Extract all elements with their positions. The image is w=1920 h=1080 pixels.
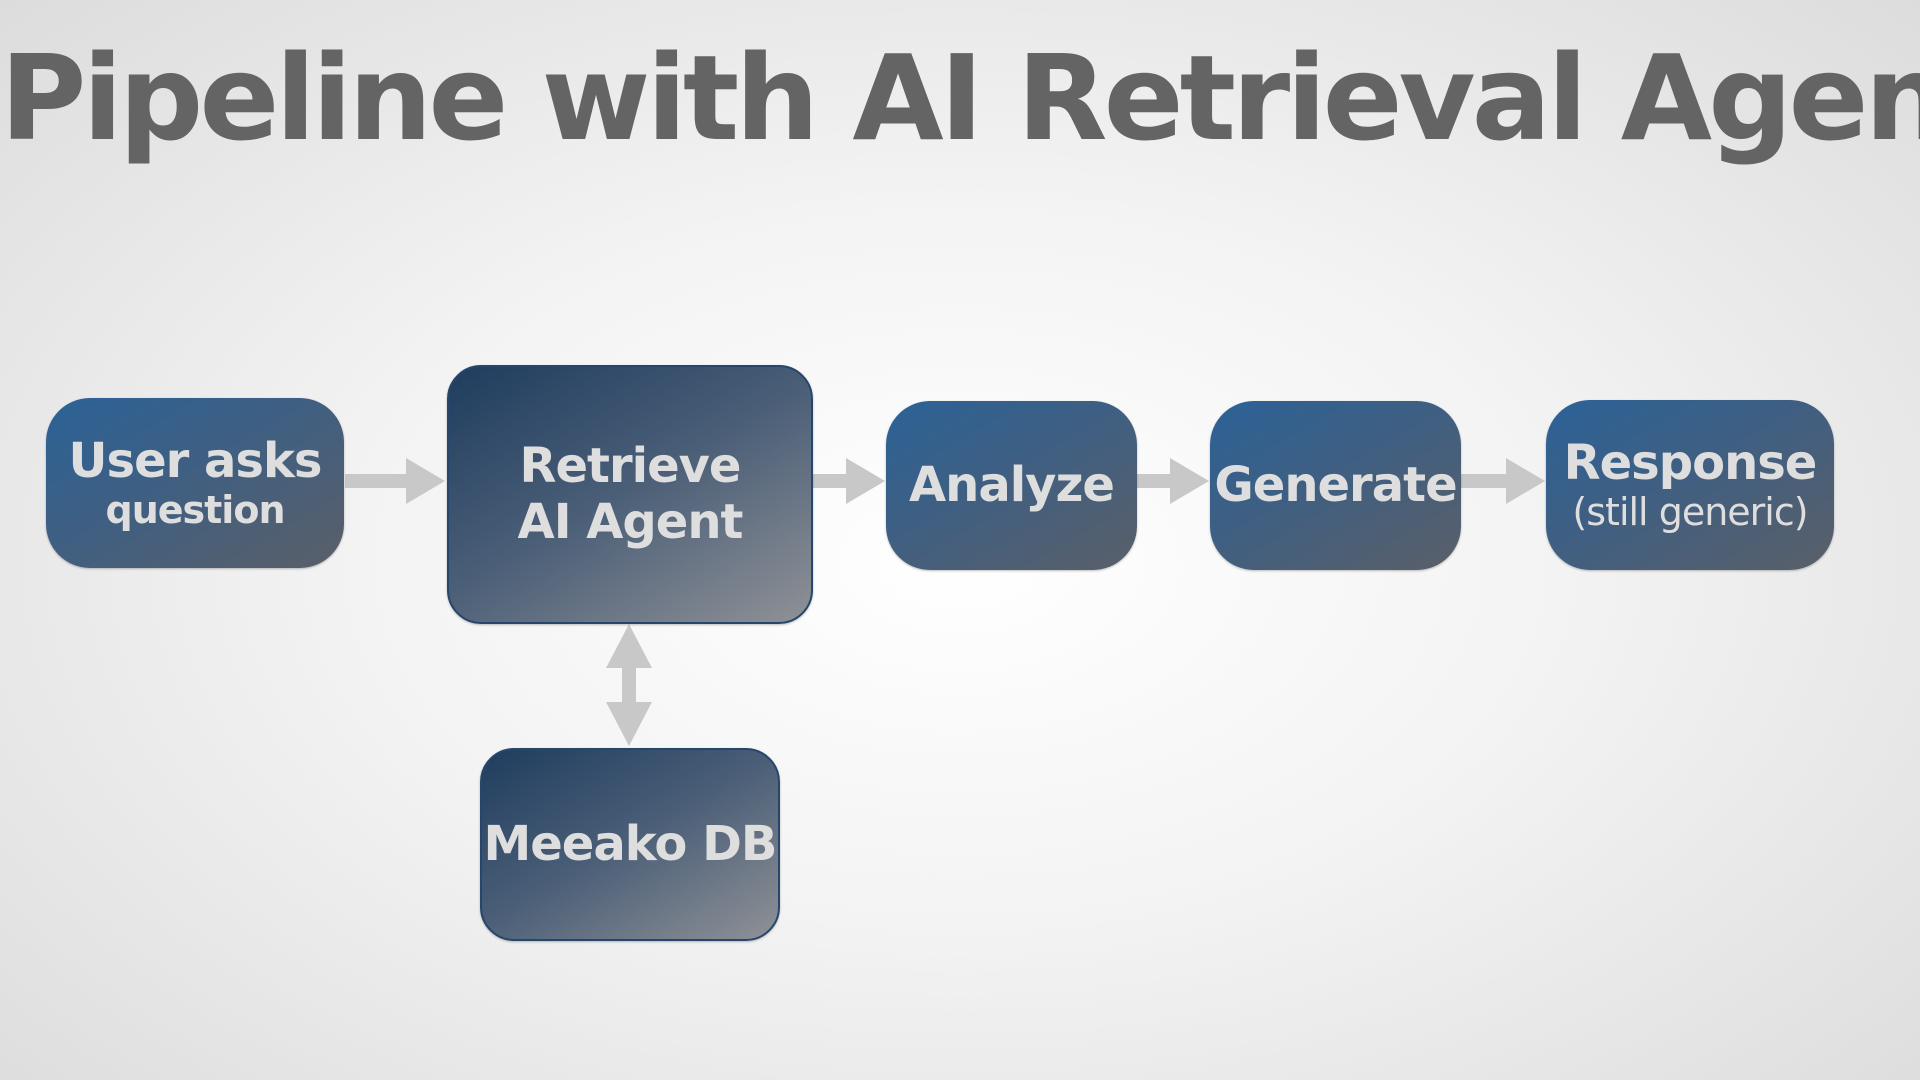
node-generate-line1: Generate [1214, 456, 1457, 513]
node-response[interactable]: Response (still generic) [1546, 400, 1834, 570]
arrow-retrieve-db-bidirectional [606, 624, 652, 746]
node-generate[interactable]: Generate [1210, 401, 1461, 570]
node-analyze[interactable]: Analyze [886, 401, 1137, 570]
node-retrieve-line2: AI Agent [517, 493, 744, 550]
arrow-user-to-retrieve [345, 458, 445, 504]
page-title: Pipeline with AI Retrieval Agent [0, 29, 1920, 167]
node-user-asks-question[interactable]: User asks question [46, 398, 344, 568]
node-response-line1: Response [1563, 434, 1818, 491]
arrow-retrieve-to-analyze [813, 458, 885, 504]
node-response-line2: (still generic) [1572, 489, 1808, 534]
arrow-analyze-to-generate [1137, 458, 1209, 504]
node-retrieve-ai-agent[interactable]: Retrieve AI Agent [447, 365, 813, 624]
node-user-line2: question [105, 487, 286, 532]
node-db-line1: Meeako DB [483, 815, 777, 872]
node-meeako-db[interactable]: Meeako DB [480, 748, 780, 941]
node-user-line1: User asks [68, 432, 323, 489]
arrow-generate-to-response [1461, 458, 1545, 504]
node-retrieve-line1: Retrieve [519, 438, 742, 495]
node-analyze-line1: Analyze [909, 456, 1115, 513]
